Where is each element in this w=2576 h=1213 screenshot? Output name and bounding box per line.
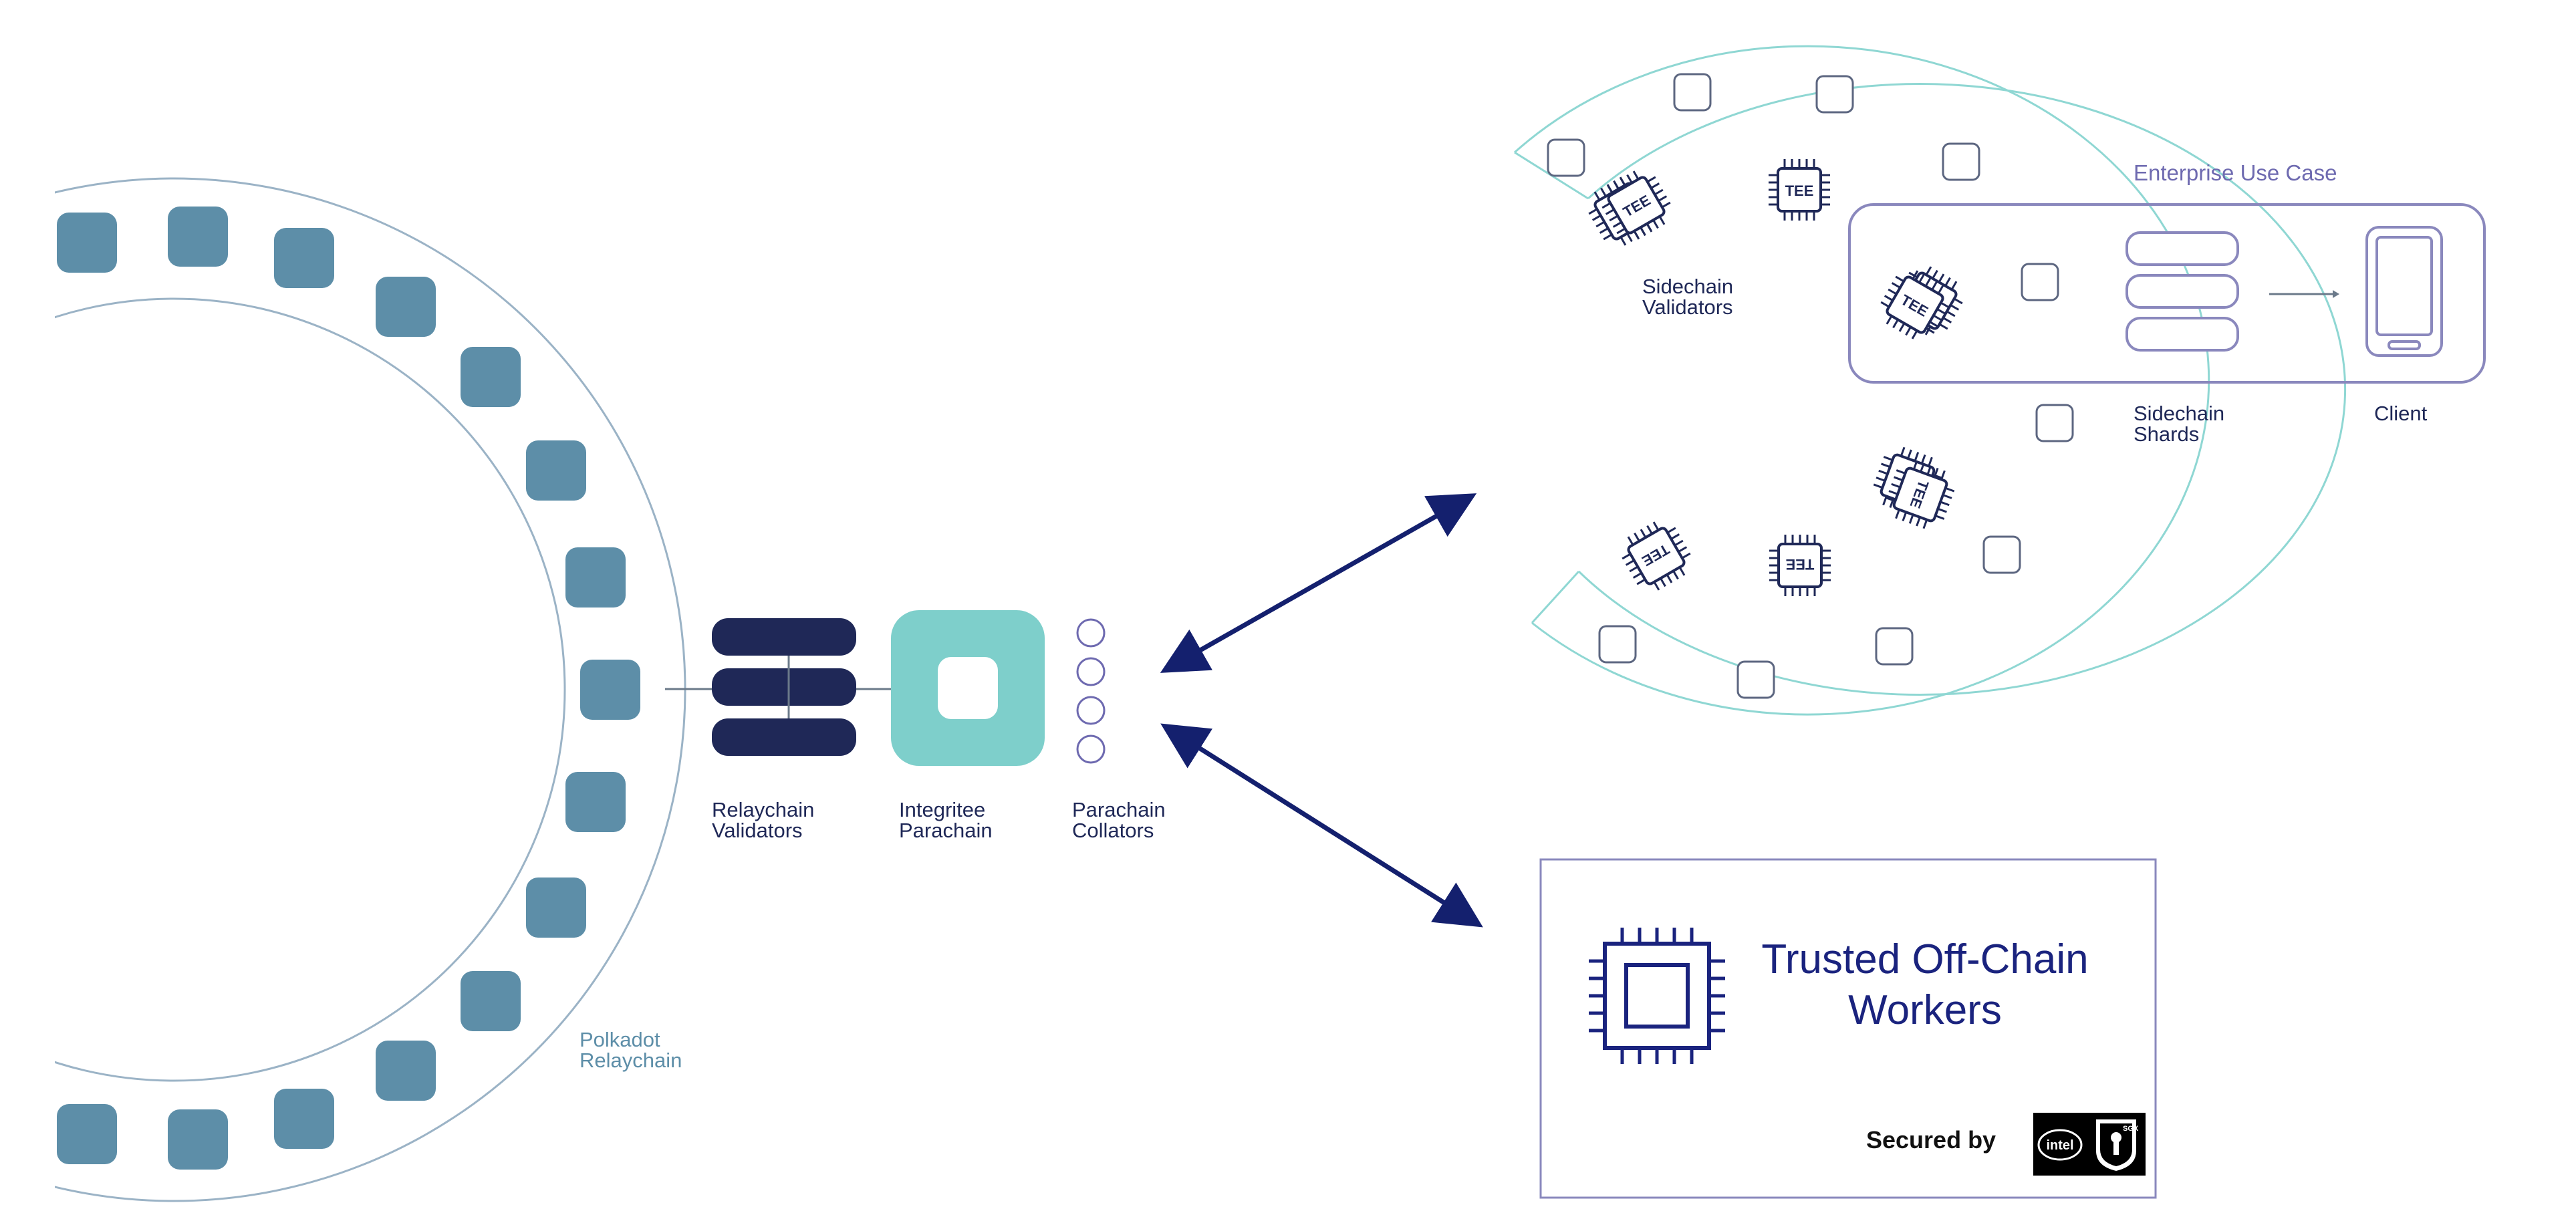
collators-label-line2: Collators (1072, 819, 1154, 842)
sidechain-validators-line1: Sidechain (1642, 275, 1734, 298)
sidechain-arc (1514, 45, 2347, 716)
tee-chip-icon: TEE (1613, 513, 1700, 599)
block-icon (2035, 404, 2074, 442)
svg-text:SGX: SGX (2123, 1125, 2139, 1133)
block-icon (168, 1109, 228, 1170)
sidechain-shards-icon (2126, 231, 2239, 352)
block-icon (274, 228, 334, 288)
enterprise-use-case-title: Enterprise Use Case (2134, 160, 2337, 185)
workers-title-line1: Trusted Off-Chain (1761, 936, 2089, 982)
block-icon (1875, 627, 1914, 666)
block-icon (1598, 625, 1637, 664)
block-icon (1982, 535, 2021, 574)
block-icon (168, 207, 228, 267)
tee-label: TEE (1785, 182, 1814, 199)
block-icon (526, 878, 586, 938)
tee-chip-icon: TEE (1767, 158, 1831, 222)
block-icon (1736, 660, 1775, 699)
block-icon (376, 1041, 436, 1101)
block-icon (526, 440, 586, 501)
workers-chip-icon (1589, 928, 1725, 1064)
arrow-to-sidechain (1160, 493, 1477, 673)
relaychain-label: Polkadot Relaychain (579, 1029, 682, 1071)
block-icon (57, 1104, 117, 1164)
relaychain-label-line1: Polkadot (579, 1028, 660, 1051)
parachain-label-line1: Integritee (899, 798, 986, 821)
block-icon (57, 213, 117, 273)
tee-chip-icon: TEE (1872, 261, 1958, 348)
shard-to-client-arrow (2269, 290, 2339, 298)
relaychain-ring (0, 0, 686, 1213)
svg-text:intel: intel (2046, 1138, 2073, 1153)
sidechain-blocks (1547, 73, 2074, 699)
integritee-parachain-icon (891, 610, 1045, 766)
integritee-parachain-label: Integritee Parachain (899, 799, 993, 841)
relaychain-blocks (57, 207, 640, 1170)
relaychain-validators-line1: Relaychain (712, 798, 815, 821)
arrow-to-workers (1160, 723, 1483, 928)
secured-by-label: Secured by (1866, 1126, 1997, 1154)
block-icon (580, 660, 640, 720)
block-icon (1673, 73, 1712, 112)
block-icon (376, 277, 436, 337)
parachain-label-line2: Parachain (899, 819, 993, 842)
tee-chip-icon: TEE (1593, 162, 1680, 249)
sidechain-validators-label: Sidechain Validators (1642, 276, 1733, 317)
sidechain-shards-line1: Sidechain (2134, 402, 2225, 425)
intel-sgx-logo: intel SGX (2033, 1113, 2146, 1176)
sidechain-validators-line2: Validators (1642, 295, 1733, 319)
block-icon (1942, 142, 1980, 181)
client-phone-icon (2365, 226, 2443, 357)
block-icon (461, 347, 521, 407)
client-label: Client (2374, 402, 2428, 425)
sidechain-shards-label: Sidechain Shards (2134, 403, 2224, 444)
tee-chip-icon: TEE (1880, 454, 1961, 535)
block-icon (565, 772, 626, 832)
enterprise-box (1848, 203, 2486, 384)
parachain-collators-icons (1076, 618, 1106, 764)
relaychain-validators-label: Relaychain Validators (712, 799, 814, 841)
relaychain-validators-stack (712, 618, 856, 756)
block-icon (565, 547, 626, 608)
workers-title-line2: Workers (1848, 987, 2002, 1034)
workers-title: Trusted Off-Chain Workers (1711, 934, 2139, 1037)
block-icon (1547, 138, 1585, 177)
parachain-collators-label: Parachain Collators (1072, 799, 1166, 841)
sidechain-shards-line2: Shards (2134, 422, 2200, 446)
block-icon (274, 1089, 334, 1149)
relaychain-validators-line2: Validators (712, 819, 803, 842)
tee-chip-icon: TEE (1768, 533, 1832, 597)
collators-label-line1: Parachain (1072, 798, 1166, 821)
tee-label: TEE (1786, 556, 1815, 573)
block-icon (2021, 263, 2059, 301)
relaychain-label-line2: Relaychain (579, 1049, 682, 1072)
block-icon (461, 971, 521, 1031)
block-icon (1815, 75, 1854, 114)
